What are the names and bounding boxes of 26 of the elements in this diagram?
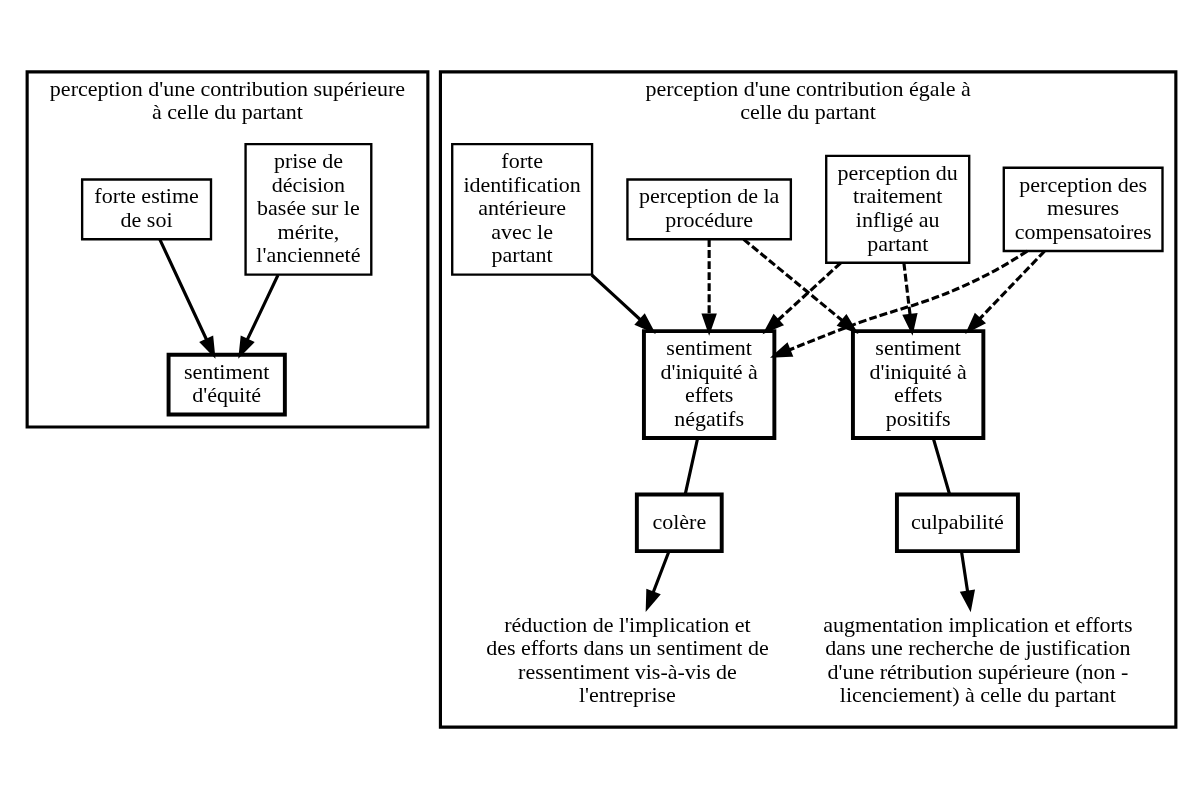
arrow <box>238 273 280 359</box>
node-box: colère <box>634 492 724 553</box>
node-box: perception de la procédure <box>626 177 793 240</box>
arrow <box>770 249 1028 358</box>
node-text: augmentation implication et efforts dans une recherche de justification d'une rétribution supérieure (non - licenciement) à celle du partant <box>823 611 1133 707</box>
arrow <box>742 237 859 334</box>
arrow <box>158 238 216 359</box>
node-box: perception des mesures compensatoires <box>1002 166 1164 252</box>
connector <box>683 437 700 494</box>
node-box: sentiment d'iniquité à effets positifs <box>850 328 986 440</box>
node-box: sentiment d'iniquité à effets négatifs <box>641 328 777 440</box>
node-text: réduction de l'implication et des efforts dans un sentiment de ressentiment vis-à-vis de l'entreprise <box>486 611 769 707</box>
arrow <box>590 273 656 334</box>
arrow <box>902 262 918 336</box>
arrow <box>762 261 842 334</box>
node-box: culpabilité <box>894 492 1020 553</box>
node-box: perception du traitement infligé au partant <box>825 154 971 264</box>
connector <box>931 437 951 494</box>
arrow <box>965 249 1046 334</box>
node-box: prise de décision basée sur le mérite, l'ancienneté <box>244 142 373 276</box>
node-box: forte estime de soi <box>80 177 213 240</box>
node-box: sentiment d'équité <box>166 352 287 416</box>
arrow <box>701 238 717 336</box>
arrow <box>959 551 976 612</box>
arrow <box>645 550 671 612</box>
node-box: forte identification antérieure avec le partant <box>451 142 594 276</box>
